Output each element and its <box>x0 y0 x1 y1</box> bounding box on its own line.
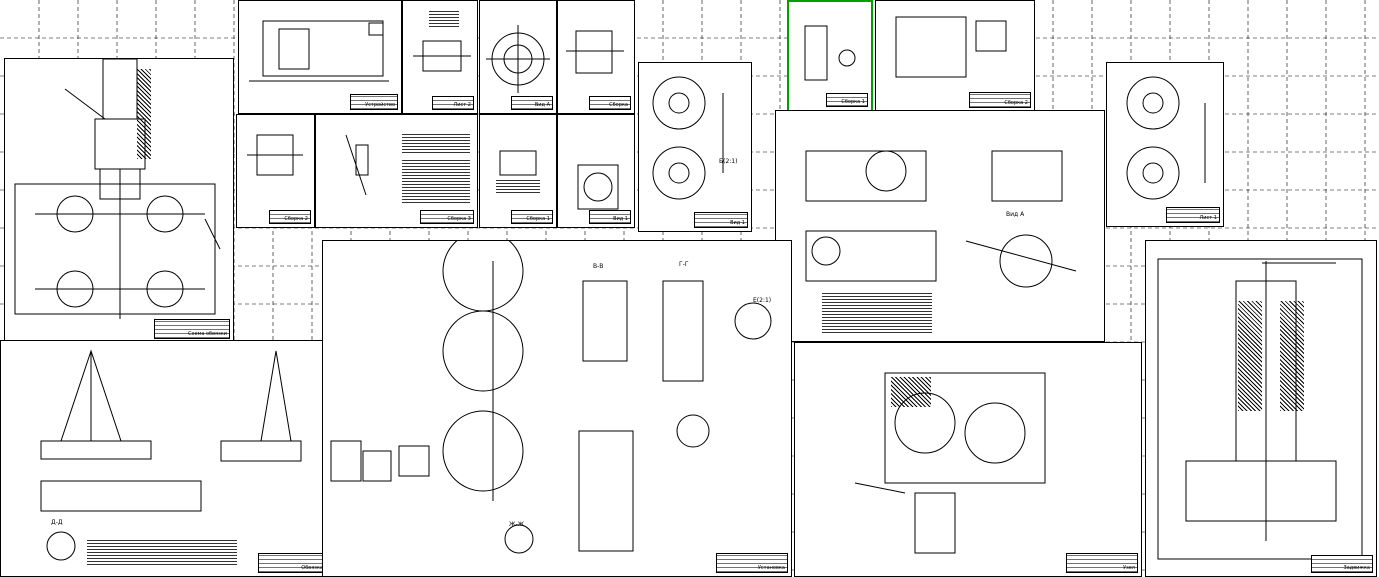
title-block: Сборка 3 <box>420 210 474 224</box>
view-label: Г-Г <box>679 261 689 268</box>
view-label: Ж-Ж <box>509 521 525 528</box>
view-label: В-В <box>593 263 604 270</box>
valve-drawing <box>330 241 772 554</box>
stamp-text: Узел <box>1123 565 1135 571</box>
stamp-text: Сборка <box>609 102 628 108</box>
view-label: Вид А <box>1006 211 1025 218</box>
notes-text <box>822 293 932 333</box>
part-drawing <box>577 164 619 210</box>
title-block: Узел <box>1066 553 1138 573</box>
title-block: Лист 2 <box>432 96 474 110</box>
part-drawing <box>247 134 303 176</box>
stamp-text: Вид 1 <box>730 220 745 226</box>
title-block: Сборка 1 <box>826 93 868 107</box>
notes-text <box>429 9 459 27</box>
part-drawing <box>413 40 471 72</box>
stamp-text: Установка <box>757 565 785 571</box>
sheet-flange-right[interactable]: Лист 1 <box>1106 62 1224 227</box>
sheet-mid-1[interactable]: Сборка 2 <box>236 114 315 228</box>
part-drawing <box>345 134 369 196</box>
stamp-text: Сборка 3 <box>447 216 471 222</box>
sheet-valve-right[interactable]: Задвижка <box>1145 240 1377 577</box>
gearbox-drawing <box>854 372 1046 554</box>
notes-text <box>402 133 470 153</box>
stamp-text: Сборка 2 <box>284 216 308 222</box>
sheet-top-2[interactable]: Лист 2 <box>402 0 478 114</box>
section-hatch <box>1238 301 1262 411</box>
rig-drawing <box>40 349 302 561</box>
title-block: Обвязка <box>258 553 326 573</box>
part-drawing <box>249 20 389 82</box>
sheet-mid-4[interactable]: Вид 1 <box>557 114 635 228</box>
title-block: Вид А <box>511 96 553 110</box>
flange-drawing <box>1126 76 1206 200</box>
sheet-wellhead[interactable]: Схема обвязки <box>4 58 234 343</box>
section-hatch <box>1280 301 1304 411</box>
pump-drawing <box>805 150 1077 288</box>
flange-hatch <box>137 69 151 159</box>
title-block: Сборка 1 <box>511 210 553 224</box>
sheet-gearbox[interactable]: Узел <box>794 342 1142 577</box>
view-label: Д-Д <box>51 519 63 526</box>
title-block: Вид 1 <box>694 212 748 228</box>
section-hatch <box>891 377 931 407</box>
part-drawing <box>804 25 856 81</box>
title-block: Сборка 2 <box>269 210 311 224</box>
stamp-text: Сборка 1 <box>841 99 865 105</box>
stamp-text: Обвязка <box>301 565 323 571</box>
title-block: Задвижка <box>1311 555 1373 573</box>
title-block: Сборка <box>589 96 631 110</box>
title-block: Вид 1 <box>589 210 631 224</box>
stamp-text: Устройство <box>365 102 395 108</box>
sheet-top-3[interactable]: Вид А <box>479 0 557 114</box>
title-block: Сборка 2 <box>969 92 1031 108</box>
wellhead-drawing <box>14 59 221 319</box>
sheet-flange[interactable]: Б(2:1) Вид 1 <box>638 62 752 232</box>
sheet-top-6[interactable]: Сборка 2 <box>875 0 1035 112</box>
title-block: Установка <box>716 553 788 573</box>
sheet-pump[interactable]: Вид А <box>775 110 1105 342</box>
stamp-text: Вид 1 <box>613 216 628 222</box>
notes-text <box>496 179 540 193</box>
view-label: Е(2:1) <box>753 297 772 304</box>
sheet-mid-2[interactable]: Сборка 3 <box>315 114 478 228</box>
stamp-text: Лист 2 <box>453 102 471 108</box>
title-block: Устройство <box>350 94 398 110</box>
notes-text <box>402 159 470 203</box>
stamp-text: Сборка 2 <box>1004 100 1028 106</box>
sheet-main-valve[interactable]: В-В Г-Г Е(2:1) Ж-Ж Установка <box>322 240 792 577</box>
stamp-text: Лист 1 <box>1199 215 1217 221</box>
sheet-top-1[interactable]: Устройство <box>238 0 402 114</box>
sheet-rig[interactable]: Д-Д Обвязка <box>0 340 330 577</box>
sheet-top-5[interactable]: Сборка 1 <box>787 0 873 112</box>
notes-text <box>87 539 237 565</box>
sheet-top-4[interactable]: Сборка <box>557 0 635 114</box>
sheet-mid-3[interactable]: Сборка 1 <box>479 114 557 228</box>
part-drawing <box>895 16 1007 78</box>
stamp-text: Схема обвязки <box>188 331 227 337</box>
part-drawing <box>566 30 624 74</box>
flange-drawing <box>486 25 550 93</box>
view-label: Б(2:1) <box>719 158 738 165</box>
title-block: Схема обвязки <box>154 319 230 339</box>
stamp-text: Сборка 1 <box>526 216 550 222</box>
part-drawing <box>499 150 537 176</box>
title-block: Лист 1 <box>1166 207 1220 223</box>
stamp-text: Задвижка <box>1343 565 1370 571</box>
flange-drawing <box>652 76 724 200</box>
stamp-text: Вид А <box>534 102 550 108</box>
